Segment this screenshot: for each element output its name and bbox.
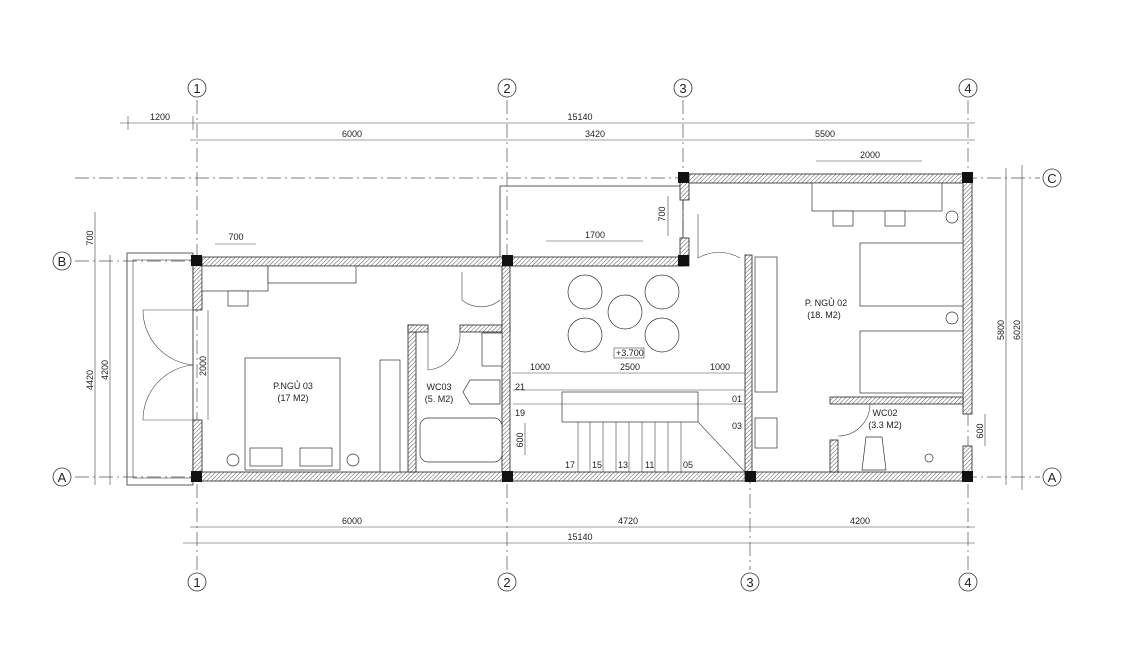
svg-text:3: 3 bbox=[746, 575, 753, 590]
svg-text:15140: 15140 bbox=[567, 532, 592, 542]
svg-text:3420: 3420 bbox=[585, 129, 605, 139]
svg-text:2000: 2000 bbox=[860, 150, 880, 160]
grid-bubble-1-bottom: 1 bbox=[187, 572, 207, 592]
room-name-bed02: P. NGỦ 02 bbox=[805, 297, 847, 308]
room-area-bed03: (17 M2) bbox=[277, 393, 308, 403]
svg-text:15: 15 bbox=[592, 460, 602, 470]
doors bbox=[142, 214, 871, 437]
svg-text:700: 700 bbox=[228, 232, 243, 242]
svg-text:2: 2 bbox=[503, 575, 510, 590]
svg-text:600: 600 bbox=[515, 432, 525, 447]
svg-text:4: 4 bbox=[964, 81, 971, 96]
svg-text:C: C bbox=[1047, 171, 1056, 186]
grid-bubbles: 1 2 3 4 1 2 3 4 C B A A bbox=[52, 78, 1062, 592]
svg-text:B: B bbox=[58, 254, 67, 269]
svg-text:1: 1 bbox=[193, 81, 200, 96]
bed-02a bbox=[859, 242, 964, 307]
grid-bubble-2-bottom: 2 bbox=[497, 572, 517, 592]
room-name-bed03: P.NGỦ 03 bbox=[273, 380, 313, 391]
svg-text:6020: 6020 bbox=[1012, 320, 1022, 340]
room-area-bed02: (18. M2) bbox=[807, 310, 841, 320]
dimension-lines: 1200 15140 6000 3420 5500 6000 4720 4200… bbox=[85, 112, 1023, 544]
svg-text:4720: 4720 bbox=[618, 516, 638, 526]
svg-text:01: 01 bbox=[732, 394, 742, 404]
top-balcony bbox=[499, 185, 684, 262]
svg-text:4: 4 bbox=[964, 575, 971, 590]
svg-text:2500: 2500 bbox=[620, 362, 640, 372]
room-name-wc02: WC02 bbox=[872, 408, 897, 418]
svg-text:11: 11 bbox=[645, 460, 654, 470]
svg-text:13: 13 bbox=[618, 460, 628, 470]
stairs: 21 19 17 15 13 11 05 01 03 bbox=[513, 382, 746, 473]
svg-text:03: 03 bbox=[732, 421, 742, 431]
svg-text:+3.700: +3.700 bbox=[616, 348, 644, 358]
svg-text:700: 700 bbox=[85, 230, 95, 245]
grid-bubble-c: C bbox=[1042, 168, 1062, 188]
grid-bubble-a-right: A bbox=[1042, 467, 1062, 487]
room-labels: P.NGỦ 03 (17 M2) WC03 (5. M2) P. NGỦ 02 … bbox=[273, 297, 902, 430]
svg-text:1000: 1000 bbox=[530, 362, 550, 372]
grid-bubble-1-top: 1 bbox=[187, 78, 207, 98]
svg-text:2: 2 bbox=[503, 81, 510, 96]
dining-table bbox=[567, 274, 680, 353]
svg-text:6000: 6000 bbox=[342, 516, 362, 526]
svg-text:1000: 1000 bbox=[710, 362, 730, 372]
room-area-wc03: (5. M2) bbox=[425, 394, 454, 404]
bathtub bbox=[419, 417, 503, 463]
svg-text:1700: 1700 bbox=[585, 230, 605, 240]
grid-bubble-4-bottom: 4 bbox=[958, 572, 978, 592]
balcony bbox=[126, 252, 194, 486]
toilet-wc02 bbox=[861, 436, 887, 471]
svg-text:4420: 4420 bbox=[85, 370, 95, 390]
svg-text:700: 700 bbox=[657, 206, 667, 221]
svg-text:05: 05 bbox=[683, 460, 693, 470]
stair-void bbox=[561, 391, 699, 423]
bed-02b bbox=[859, 330, 964, 394]
svg-text:2000: 2000 bbox=[198, 356, 208, 376]
wardrobe-03 bbox=[379, 359, 401, 473]
svg-text:15140: 15140 bbox=[567, 112, 592, 122]
grid-bubble-b: B bbox=[52, 251, 72, 271]
svg-text:19: 19 bbox=[515, 408, 525, 418]
grid-bubble-4-top: 4 bbox=[958, 78, 978, 98]
svg-text:4200: 4200 bbox=[850, 516, 870, 526]
grid-bubble-3-bottom: 3 bbox=[740, 572, 760, 592]
svg-text:21: 21 bbox=[515, 382, 525, 392]
svg-text:3: 3 bbox=[679, 81, 686, 96]
svg-text:A: A bbox=[58, 470, 67, 485]
wardrobe-02 bbox=[754, 256, 778, 393]
walls bbox=[191, 172, 973, 482]
room-name-wc03: WC03 bbox=[426, 382, 451, 392]
level-mark: +3.700 bbox=[613, 347, 645, 359]
svg-text:5800: 5800 bbox=[996, 320, 1006, 340]
svg-text:17: 17 bbox=[565, 460, 575, 470]
room-area-wc02: (3.3 M2) bbox=[868, 420, 902, 430]
svg-text:1200: 1200 bbox=[150, 112, 170, 122]
svg-text:1: 1 bbox=[193, 575, 200, 590]
svg-text:6000: 6000 bbox=[342, 129, 362, 139]
svg-text:600: 600 bbox=[975, 423, 985, 438]
furniture: 21 19 17 15 13 11 05 01 03 +3.700 bbox=[201, 182, 964, 473]
svg-text:A: A bbox=[1048, 470, 1057, 485]
svg-text:4200: 4200 bbox=[100, 360, 110, 380]
grid-bubble-a-left: A bbox=[52, 467, 72, 487]
grid-bubble-2-top: 2 bbox=[497, 78, 517, 98]
grid-bubble-3-top: 3 bbox=[673, 78, 693, 98]
svg-text:5500: 5500 bbox=[815, 129, 835, 139]
